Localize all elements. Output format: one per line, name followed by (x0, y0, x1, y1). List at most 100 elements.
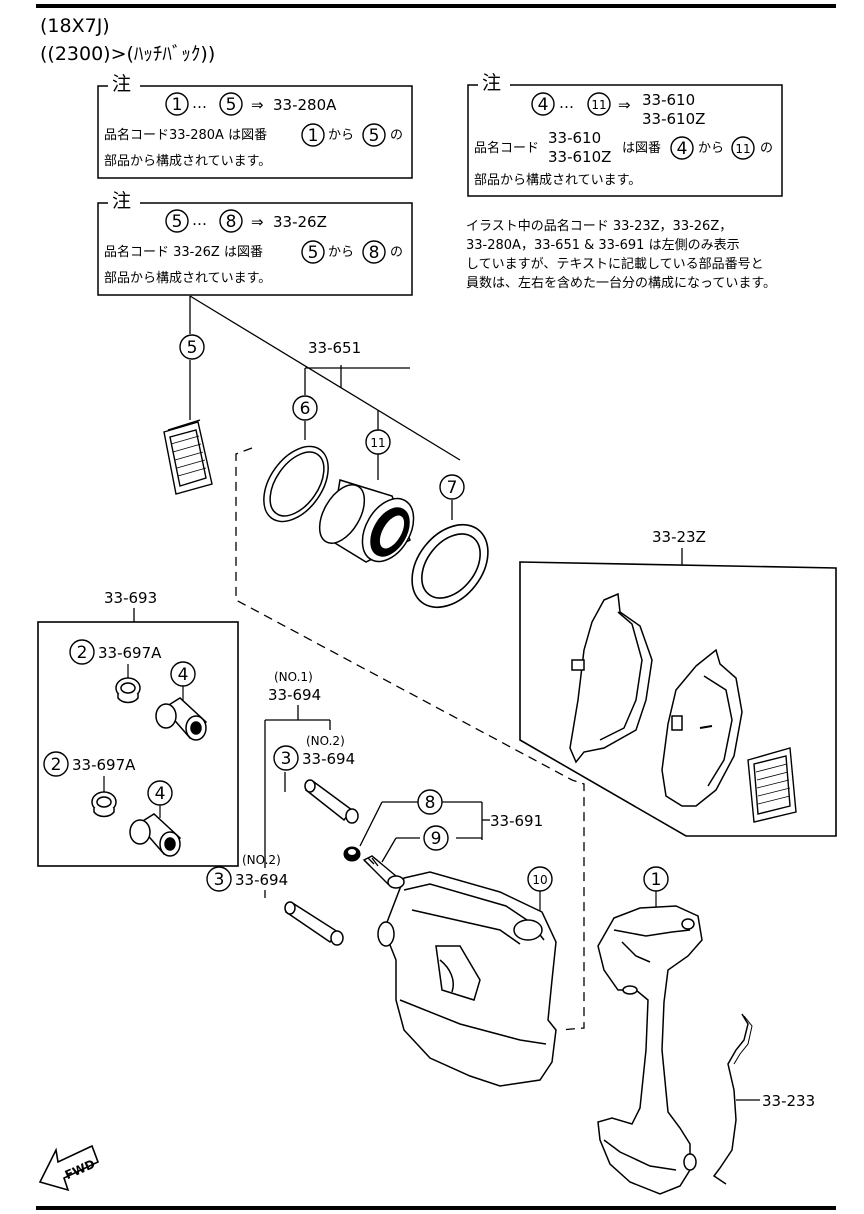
note-1-text: 品名コード33-280A は図番 (104, 127, 267, 143)
note-1-label: 注 (112, 73, 131, 95)
callout-2-a: 2 (69, 639, 95, 665)
header-size: (18X7J) (40, 15, 110, 37)
dust-boot-7 (411, 523, 489, 609)
part-33-693-label: 33-693 (104, 589, 157, 607)
svg-text:2: 2 (77, 643, 88, 663)
note-2-from: 5 (172, 212, 183, 232)
svg-text:1: 1 (651, 870, 662, 890)
note-3-no: の (760, 141, 773, 156)
guide-pin-3-b (284, 901, 344, 946)
part-33-697A-label-2: 33-697A (72, 756, 136, 774)
part-33-651-label: 33-651 (308, 339, 361, 357)
note-1-ellipsis: … (192, 94, 207, 112)
top-border (36, 4, 836, 8)
callout-7: 7 (439, 474, 465, 500)
svg-text:3: 3 (281, 749, 292, 769)
svg-text:8: 8 (425, 793, 436, 813)
bleeder-cap-8 (343, 846, 361, 862)
assembly-dashed-line (235, 447, 585, 1031)
svg-text:7: 7 (447, 478, 458, 498)
anti-rattle-spring (712, 1013, 749, 1185)
svg-text:5: 5 (187, 338, 198, 358)
grease-pack-5 (163, 419, 213, 495)
note-3-zuban: は図番 (622, 141, 661, 156)
piston-seal-6 (263, 445, 329, 523)
svg-text:10: 10 (532, 873, 547, 887)
brake-pad-inner (661, 648, 743, 807)
general-note-line-4: 員数は、左右を含めた一台分の構成になっています。 (466, 275, 776, 291)
note-3-code2: 33-610Z (642, 110, 705, 128)
part-33-694-label-1: 33-694 (268, 686, 321, 704)
part-33-694-label-3: 33-694 (235, 871, 288, 889)
svg-text:4: 4 (155, 784, 166, 804)
note-3-line2: 部品から構成されています。 (474, 173, 641, 188)
note-1-code: 33-280A (273, 96, 337, 114)
grease-pack-pads (747, 747, 797, 823)
boot-kit-box (37, 621, 239, 867)
note-3-code-a: 33-610 (548, 129, 601, 147)
callout-11: 11 (365, 429, 391, 455)
caliper-body-10 (377, 871, 557, 1087)
callout-3-b: 3 (206, 866, 232, 892)
note-1-ref-from: 1 (308, 126, 319, 146)
pad-set-box (519, 561, 837, 837)
general-note-line-1: イラスト中の品名コード 33-23Z，33-26Z， (466, 218, 732, 234)
note-3-kara: から (698, 141, 724, 156)
part-33-233-label: 33-233 (762, 1092, 815, 1110)
general-note-line-2: 33-280A，33-651 & 33-691 は左側のみ表示 (466, 238, 740, 253)
note-3-to: 11 (591, 98, 606, 112)
caliper-bracket-1 (597, 905, 703, 1195)
note-3-ref-to: 11 (735, 142, 750, 156)
part-33-691-label: 33-691 (490, 812, 543, 830)
pin-no1-label: (NO.1) (274, 670, 313, 684)
note-3-code1: 33-610 (642, 91, 695, 109)
note-2-text: 品名コード 33-26Z は図番 (104, 244, 263, 260)
bottom-border (36, 1206, 836, 1210)
callout-10: 10 (527, 866, 553, 892)
leader-694 (264, 705, 331, 898)
note-3-code-b: 33-610Z (548, 148, 611, 166)
bushing-2-b (91, 791, 117, 818)
note-2-arrow: ⇒ (251, 213, 264, 231)
callout-8: 8 (417, 789, 443, 815)
note-3-ellipsis: … (559, 94, 574, 112)
note-3-text: 品名コード (474, 140, 539, 156)
sleeve-4-a (155, 697, 208, 741)
svg-text:4: 4 (178, 665, 189, 685)
note-3-arrow: ⇒ (618, 96, 631, 114)
header-model: ((2300)>(ﾊｯﾁﾊﾞｯｸ)) (40, 43, 215, 65)
note-2-ref-from: 5 (308, 243, 319, 263)
callout-4-a: 4 (170, 661, 196, 687)
note-1-no: の (390, 128, 403, 143)
note-2-line2: 部品から構成されています。 (104, 271, 271, 286)
fwd-arrow-icon: FWD (38, 1144, 100, 1192)
part-33-694-label-2: 33-694 (302, 750, 355, 768)
pin-no2-label-b: (NO.2) (242, 853, 281, 867)
bushing-2-a (115, 677, 141, 704)
note-3-label: 注 (482, 72, 501, 94)
callout-4-b: 4 (147, 780, 173, 806)
note-box-1: 注 1 … 5 ⇒ 33-280A 品名コード33-280A は図番 1 から … (97, 73, 413, 179)
note-2-to: 8 (226, 212, 237, 232)
note-2-kara: から (328, 245, 354, 260)
brake-pad-outer (569, 592, 653, 764)
callout-1: 1 (643, 866, 669, 892)
note-2-ellipsis: … (192, 211, 207, 229)
leader-691 (359, 801, 490, 863)
note-2-ref-to: 8 (369, 243, 380, 263)
callout-2-b: 2 (43, 751, 69, 777)
leader-lines-651 (189, 295, 461, 520)
note-1-from: 1 (172, 95, 183, 115)
part-33-23Z-label: 33-23Z (652, 528, 706, 546)
note-3-ref-from: 4 (677, 139, 688, 159)
part-33-697A-label-1: 33-697A (98, 644, 162, 662)
pin-no2-label-a: (NO.2) (306, 734, 345, 748)
note-1-kara: から (328, 128, 354, 143)
callout-6: 6 (292, 395, 318, 421)
note-2-label: 注 (112, 190, 131, 212)
svg-text:2: 2 (51, 755, 62, 775)
note-1-ref-to: 5 (369, 126, 380, 146)
general-note: イラスト中の品名コード 33-23Z，33-26Z， 33-280A，33-65… (466, 218, 776, 291)
svg-text:9: 9 (431, 829, 442, 849)
